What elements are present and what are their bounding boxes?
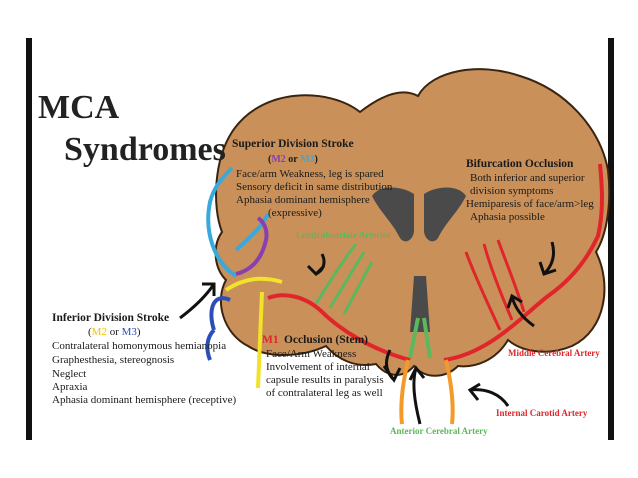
m1-tag: M1 — [262, 334, 279, 346]
superior-line-2: Sensory deficit in same distribution — [236, 181, 393, 193]
right-ventricle — [424, 187, 466, 242]
left-ventricle — [372, 187, 414, 242]
inferior-line-2: Graphesthesia, stereognosis — [52, 354, 175, 366]
inferior-branches: (M2 or M3) — [88, 326, 141, 338]
bifurcation-line-2: division symptoms — [470, 185, 554, 197]
m1-line-4: of contralateral leg as well — [266, 387, 383, 399]
inferior-heading: Inferior Division Stroke — [52, 312, 170, 324]
inferior-line-3: Neglect — [52, 368, 87, 380]
mca-right — [443, 163, 604, 362]
superior-or: or — [288, 154, 298, 165]
label-lenticulostriate: Lenticulostriate Arteries — [296, 230, 391, 240]
bifurcation-heading: Bifurcation Occlusion — [466, 158, 574, 170]
m1-line-2: Involvement of internal — [266, 361, 370, 373]
superior-line-3: Aphasia dominant hemisphere — [236, 194, 370, 206]
inferior-line-5: Aphasia dominant hemisphere (receptive) — [52, 394, 237, 406]
lenticulostriate-arteries — [314, 243, 374, 315]
inferior-m3: M3 — [121, 326, 137, 338]
internal-carotid-right — [444, 359, 455, 425]
superior-heading: Superior Division Stroke — [232, 138, 354, 150]
m1-heading: Occlusion (Stem) — [284, 334, 369, 346]
title-line-2: Syndromes — [64, 131, 226, 168]
bifurcation-line-1: Both inferior and superior — [470, 172, 585, 184]
inferior-division-artery — [205, 296, 231, 361]
title-line-1: MCA — [38, 89, 120, 126]
superior-m3: M3 — [300, 154, 315, 165]
inferior-line-1: Contralateral homonymous hemianopia — [52, 340, 227, 352]
superior-line-4: (expressive) — [268, 207, 322, 219]
label-ica: Internal Carotid Artery — [496, 408, 588, 418]
inferior-m2: M2 — [91, 326, 107, 338]
superior-division-artery-light — [206, 166, 270, 278]
m1-line-3: capsule results in paralysis — [266, 374, 384, 386]
superior-division-artery-purple — [235, 216, 269, 276]
anterior-cerebral-artery — [408, 317, 432, 359]
superior-branches: (M2 or M3) — [268, 154, 318, 165]
arrow-group — [179, 241, 557, 425]
bifurcation-line-4: Aphasia possible — [470, 211, 545, 223]
bifurcation-line-3: Hemiparesis of face/arm>leg — [466, 198, 594, 210]
superior-m2: M2 — [271, 154, 286, 165]
mca-right-branches — [464, 239, 526, 331]
label-mca: Middle Cerebral Artery — [508, 348, 600, 358]
inferior-division-artery-yellow — [224, 276, 283, 389]
mca-stem-left — [267, 293, 411, 362]
inferior-or: or — [109, 326, 119, 338]
superior-line-1: Face/arm Weakness, leg is spared — [236, 168, 384, 180]
label-aca: Anterior Cerebral Artery — [390, 426, 488, 436]
inferior-line-4: Apraxia — [52, 381, 88, 393]
m1-line-1: Face/Arm Weakness — [266, 348, 357, 360]
internal-carotid-left — [399, 359, 410, 425]
